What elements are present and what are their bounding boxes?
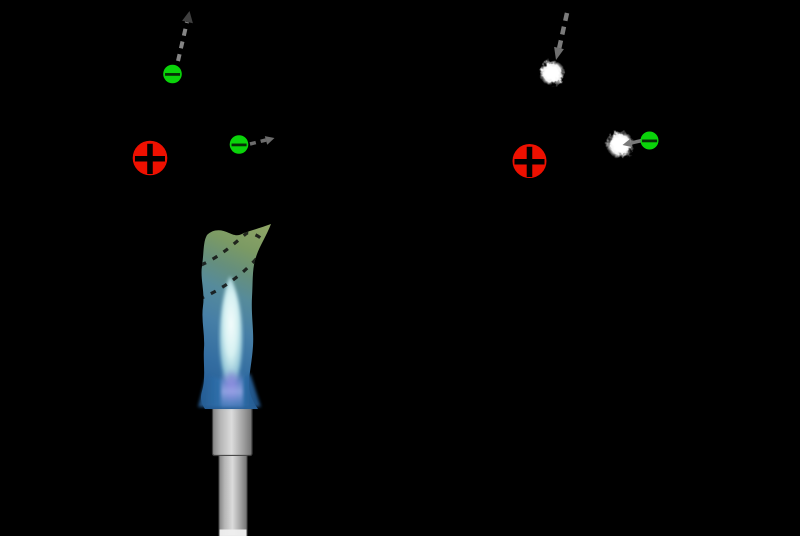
arrowhead-icon [264,136,275,145]
electron [229,135,249,154]
bunsen-burner [211,406,253,536]
burner-tube-base-highlight [219,529,247,536]
electron-capture-arrow-left [622,138,643,148]
electron-minus-symbol: − [639,127,659,155]
electron-minus-symbol: − [162,60,182,88]
arrowhead-icon [554,46,564,60]
electron [163,64,182,84]
arrow-shaft [176,21,189,62]
light-flash [606,130,634,159]
ionization-scene: − + − [130,11,275,186]
arrow-shaft [556,12,570,50]
arrowhead-icon [182,11,193,24]
electron-minus-symbol: − [229,131,249,159]
arrow-shaft [630,138,643,145]
positive-ion [132,140,168,176]
electron [640,131,659,150]
light-flash [539,60,565,86]
burner-tube [218,455,248,536]
ion-plus-symbol: + [509,133,549,189]
electron-escape-arrow-up [176,11,193,62]
burner-flame [198,224,271,409]
flame-inner-cone [219,276,243,384]
electron-incoming-arrow-down [554,12,570,60]
ion-plus-symbol: + [130,130,170,186]
arrow-shaft [249,138,267,146]
positive-ion [512,144,547,178]
burner-collar [211,406,253,457]
electron-escape-arrow-right [249,136,275,146]
recombination-scene: + − [509,12,660,189]
flame-contour-arc-upper [201,231,268,267]
flame-base-glow [221,372,243,408]
arrowhead-icon [622,138,632,148]
